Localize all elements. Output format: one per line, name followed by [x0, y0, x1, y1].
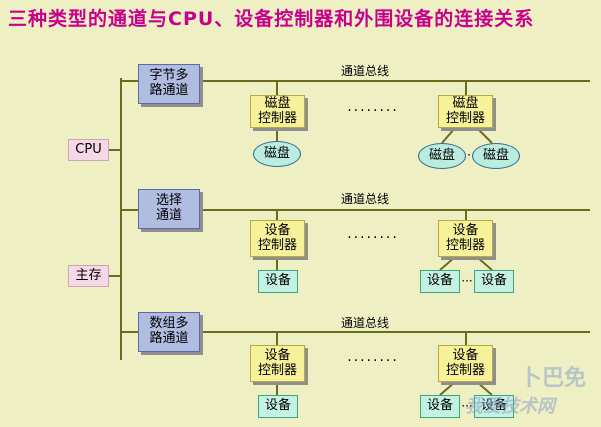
disk-device-right-b: 磁盘: [472, 143, 520, 169]
cpu-node: CPU: [68, 139, 109, 161]
ctrl2-right-device-link-b: [476, 256, 493, 271]
ctrl3-right-device-link-b: [476, 381, 493, 396]
selector-channel: 选择 通道: [138, 189, 200, 229]
device-right-b-2: 设备: [474, 270, 514, 293]
section1-ellipsis: ········: [347, 102, 399, 119]
section2-ellipsis: ········: [347, 229, 399, 246]
device-left-3: 设备: [258, 395, 298, 418]
bus-label-3: 通道总线: [340, 316, 389, 331]
bus-label-1: 通道总线: [340, 64, 389, 79]
ctrl3-right-device-link-a: [439, 381, 456, 396]
byte-multiplexer-channel: 字节多 路通道: [138, 64, 200, 104]
main-memory-node: 主存: [68, 265, 109, 287]
section2-device-ellipsis: ···: [461, 274, 473, 289]
device-right-a-3: 设备: [420, 395, 460, 418]
device-controller-right-2: 设备 控制器: [438, 220, 493, 257]
ctrl1-right-device-link-b: [476, 127, 493, 144]
bus-label-2: 通道总线: [340, 192, 389, 207]
watermark-chars: 卜巴免: [520, 366, 587, 391]
section1-device-ellipsis: ·: [467, 148, 471, 163]
device-controller-left-2: 设备 控制器: [250, 220, 305, 257]
disk-controller-right: 磁盘 控制器: [438, 95, 493, 128]
disk-device-right-a: 磁盘: [418, 143, 466, 169]
block-multiplexer-channel: 数组多 路通道: [138, 312, 200, 352]
section3-ellipsis: ········: [347, 352, 399, 369]
device-right-b-3: 设备: [474, 395, 514, 418]
ctrl1-right-device-link-a: [441, 127, 456, 144]
disk-device-left: 磁盘: [253, 141, 301, 167]
diagram-title: 三种类型的通道与CPU、设备控制器和外围设备的连接关系: [8, 8, 535, 30]
device-right-a-2: 设备: [420, 270, 460, 293]
device-left-2: 设备: [258, 270, 298, 293]
disk-controller-left: 磁盘 控制器: [250, 95, 305, 128]
device-controller-right-3: 设备 控制器: [438, 345, 493, 382]
ctrl2-right-device-link-a: [439, 256, 456, 271]
watermark-brand: 我爱技术网: [465, 396, 555, 417]
device-controller-left-3: 设备 控制器: [250, 345, 305, 382]
section3-device-ellipsis: ···: [461, 399, 473, 414]
